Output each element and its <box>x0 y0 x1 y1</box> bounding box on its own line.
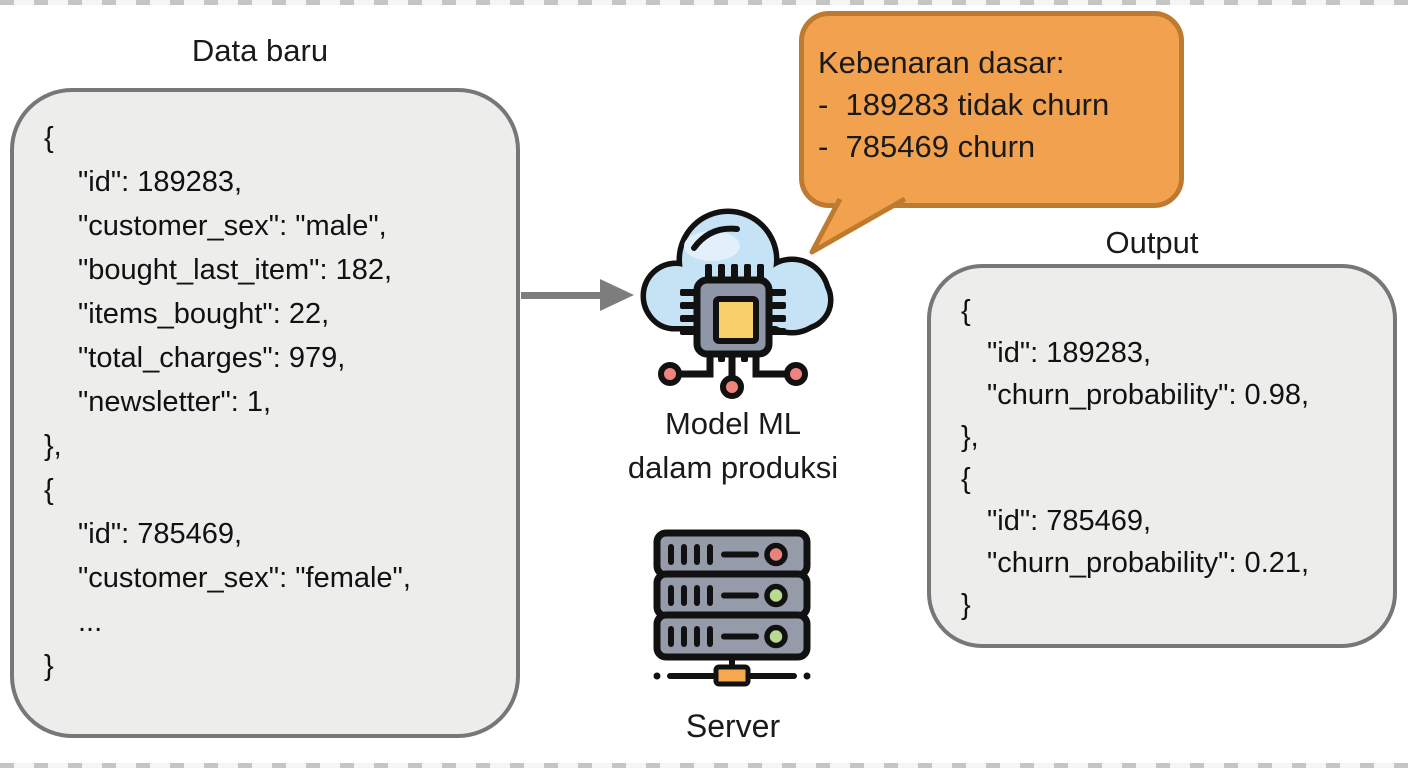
code-line: }, <box>961 421 979 453</box>
code-line: "id": 189283, <box>987 337 1152 369</box>
bubble-title: Kebenaran dasar: <box>818 45 1065 80</box>
code-line: "newsletter": 1, <box>78 386 272 418</box>
right-arrow-icon <box>600 279 634 311</box>
code-line: { <box>961 463 971 495</box>
code-line: { <box>44 122 54 154</box>
model-label-line2: dalam produksi <box>627 450 839 485</box>
code-line: { <box>44 474 54 506</box>
code-line: "bought_last_item": 182, <box>78 254 393 286</box>
code-line: "customer_sex": "male", <box>78 210 387 242</box>
code-line: "id": 189283, <box>78 166 243 198</box>
code-line: "churn_probability": 0.21, <box>987 547 1310 579</box>
cloud-chip-icon <box>640 208 834 399</box>
left-panel-title: Data baru <box>191 33 329 68</box>
bubble-item: - 189283 tidak churn <box>818 87 1110 122</box>
server-label: Server <box>685 708 781 744</box>
bubble-tail-icon <box>809 196 907 255</box>
code-line: }, <box>44 430 62 462</box>
ground-truth-bubble: Kebenaran dasar: - 189283 tidak churn - … <box>799 11 1184 208</box>
code-line: } <box>961 589 971 621</box>
top-edge-artifact <box>0 0 1408 5</box>
code-line: "customer_sex": "female", <box>78 562 411 594</box>
code-line: { <box>961 295 971 327</box>
bubble-item: - 785469 churn <box>818 129 1036 164</box>
code-line: "id": 785469, <box>78 518 243 550</box>
code-line: "items_bought": 22, <box>78 298 330 330</box>
server-rack-icon <box>653 529 811 687</box>
output-panel-title: Output <box>1105 225 1199 260</box>
bottom-edge-artifact <box>0 763 1408 768</box>
code-line: } <box>44 650 54 682</box>
output-panel: { "id": 189283, "churn_probability": 0.9… <box>927 264 1397 648</box>
model-label-line1: Model ML <box>664 406 802 441</box>
code-line: "total_charges": 979, <box>78 342 346 374</box>
data-flow-arrow-line <box>521 292 602 299</box>
code-line: "churn_probability": 0.98, <box>987 379 1310 411</box>
new-data-panel: { "id": 189283, "customer_sex": "male", … <box>10 88 520 738</box>
code-line: ... <box>78 606 103 638</box>
code-line: "id": 785469, <box>987 505 1152 537</box>
